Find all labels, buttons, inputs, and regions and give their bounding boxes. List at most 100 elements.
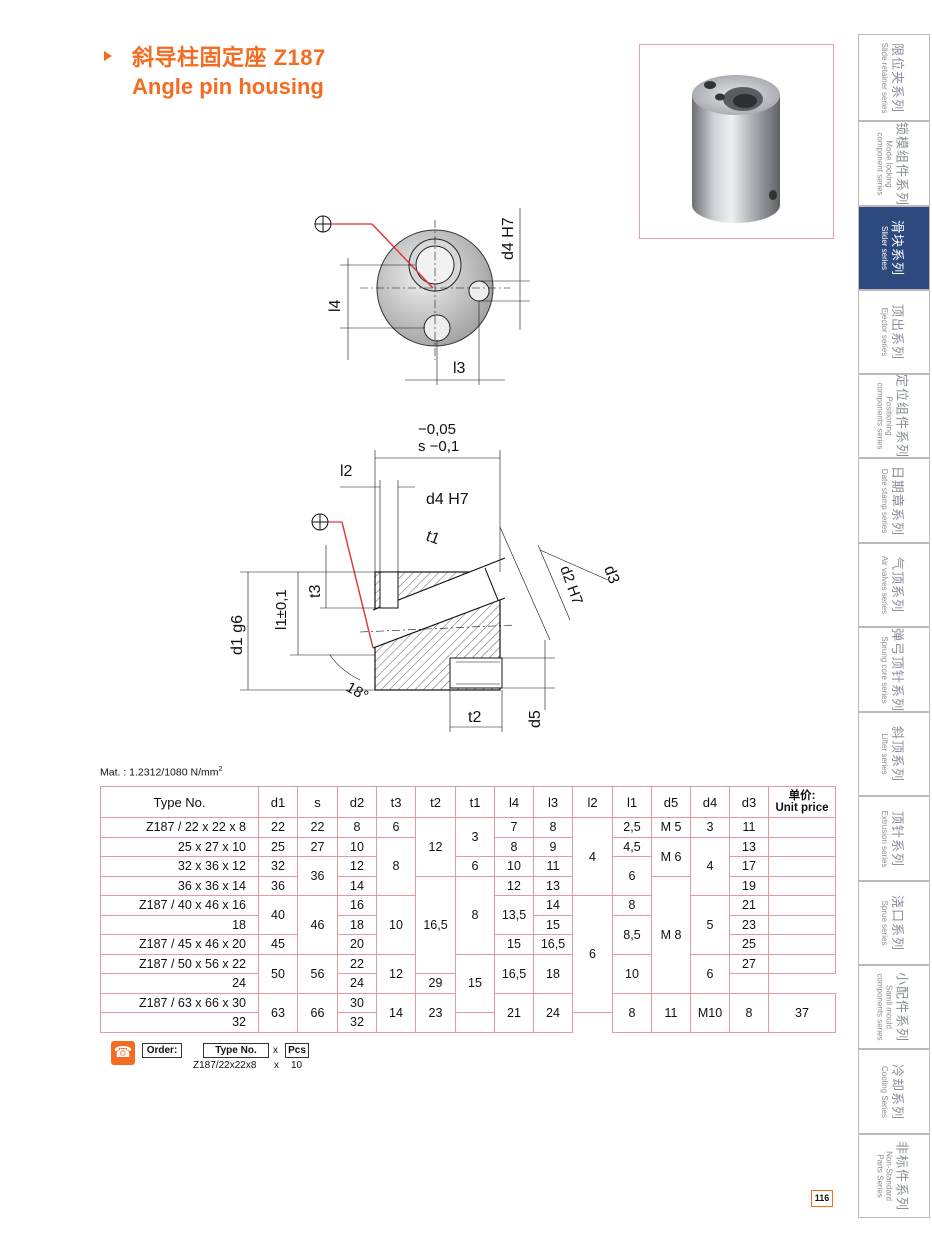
technical-drawing: d4 H7 l4 l3 — [200, 200, 640, 750]
cell-l1: 6 — [612, 856, 652, 896]
page-header: 斜导柱固定座 Z187 Angle pin housing — [104, 40, 326, 100]
cell-type-no: 18 — [100, 914, 259, 935]
cell-d4: 6 — [690, 953, 730, 994]
dim-l1: l1±0,1 — [273, 589, 290, 630]
material-text: Mat. : 1.2312/1080 N/mm — [100, 766, 219, 779]
cell-unit-price — [768, 895, 836, 916]
cell-s: 56 — [297, 953, 338, 994]
cell-d5: M 6 — [651, 836, 691, 877]
cell-unit-price — [768, 856, 836, 877]
th-t3: t3 — [376, 786, 416, 818]
sidebar-tab-label: 顶针系列 — [890, 810, 905, 867]
cell-d4: 3 — [690, 817, 730, 838]
cell-d1: 32 — [258, 856, 298, 877]
cell-l2: 6 — [572, 895, 613, 1013]
cell-t2: 23 — [415, 992, 456, 1033]
order-example-qty: 10 — [291, 1060, 303, 1071]
cell-l4: 16,5 — [494, 953, 534, 994]
cell-unit-price — [768, 914, 836, 935]
cell-t1: 6 — [455, 856, 495, 877]
table-row: 18 18 15 8,5 23 — [100, 914, 836, 955]
th-type-no: Type No. — [100, 786, 259, 818]
cell-t1: 8 — [455, 875, 495, 955]
top-view — [314, 208, 530, 385]
sidebar-tab-sublabel: Sprung core series — [880, 635, 889, 704]
sidebar-tab-label: 顶出系列 — [890, 303, 905, 361]
sidebar-tab-label: 弹弓顶针系列 — [890, 627, 905, 712]
dim-angle: 18° — [343, 679, 371, 705]
triangle-bullet-icon — [104, 51, 112, 61]
dim-t3: t3 — [307, 585, 324, 598]
dim-l3: l3 — [453, 360, 466, 377]
cell-t3: 14 — [376, 992, 416, 1033]
phone-order-icon: ☎ — [111, 1041, 135, 1065]
cell-d2: 22 — [337, 953, 377, 974]
cell-d2: 10 — [337, 836, 377, 857]
th-d1: d1 — [258, 786, 298, 818]
sidebar-tab-label: 小配件系列 — [894, 971, 910, 1043]
cell-l4: 13,5 — [494, 895, 534, 935]
sidebar-tab-sublabel: component series — [875, 131, 885, 196]
table-row: Z187 / 40 x 46 x 16 40 46 16 10 13,5 14 … — [100, 895, 836, 1013]
sidebar-tab-sublabel: Mode locking — [884, 139, 894, 188]
th-d5: d5 — [651, 786, 691, 818]
sidebar-tab-sublabel: Positioning — [884, 396, 894, 436]
sidebar-tab-sublabel: Slider series — [880, 225, 889, 271]
th-unit-price: 单价:Unit price — [768, 786, 836, 818]
sidebar-tab-sublabel: Air valves series — [880, 555, 889, 615]
sidebar-tab-label: 冷却系列 — [890, 1063, 905, 1120]
th-l4: l4 — [494, 786, 534, 818]
cell-d4: 4 — [690, 836, 730, 896]
cell-l3: 11 — [533, 856, 573, 877]
cell-l1: 4,5 — [612, 836, 652, 857]
sidebar-tab-sublabel: Lifter series — [880, 733, 889, 775]
cell-l3: 24 — [533, 992, 573, 1033]
th-s: s — [297, 786, 338, 818]
cell-l1: 2,5 — [612, 817, 652, 838]
cell-type-no: 36 x 36 x 14 — [100, 875, 259, 896]
sidebar-tab-sublabel: Samll mould — [884, 984, 894, 1030]
table-row: Z187 / 22 x 22 x 8 22 22 8 6 12 3 7 8 4 … — [100, 817, 836, 896]
sidebar-tab-label: 浇口系列 — [890, 894, 905, 952]
dim-l2: l2 — [340, 463, 353, 480]
cell-unit-price — [768, 953, 836, 974]
sidebar-tab-sublabel: Date stamp series — [880, 468, 889, 533]
cell-unit-price — [768, 934, 836, 955]
th-l3: l3 — [533, 786, 573, 818]
th-l2: l2 — [572, 786, 613, 818]
section-view — [240, 450, 609, 732]
cell-l3: 18 — [533, 953, 573, 994]
material-note: Mat. : 1.2312/1080 N/mm2 — [100, 766, 222, 779]
cell-d3: 19 — [729, 875, 769, 896]
cell-d1: 22 — [258, 817, 298, 838]
cell-d2: 30 — [337, 992, 377, 1013]
sidebar-tab-sublabel: Parts Series — [875, 1154, 885, 1198]
dim-d4-top: d4 H7 — [500, 217, 517, 260]
cell-d3: 29 — [415, 973, 456, 994]
cell-l3: 13 — [533, 875, 573, 896]
unit-price-cn: 单价: — [788, 790, 816, 802]
sidebar-tab-label: 滑块系列 — [890, 219, 905, 277]
cell-d1: 25 — [258, 836, 298, 857]
dim-l4: l4 — [327, 299, 344, 312]
cell-type-no: 32 x 36 x 12 — [100, 856, 259, 877]
cell-type-no: Z187 / 63 x 66 x 30 — [100, 992, 259, 1013]
table-row: 32 32 — [100, 1012, 836, 1033]
cell-d2: 16 — [337, 895, 377, 916]
cell-l3: 8 — [533, 817, 573, 838]
cell-type-no: 24 — [100, 973, 259, 994]
